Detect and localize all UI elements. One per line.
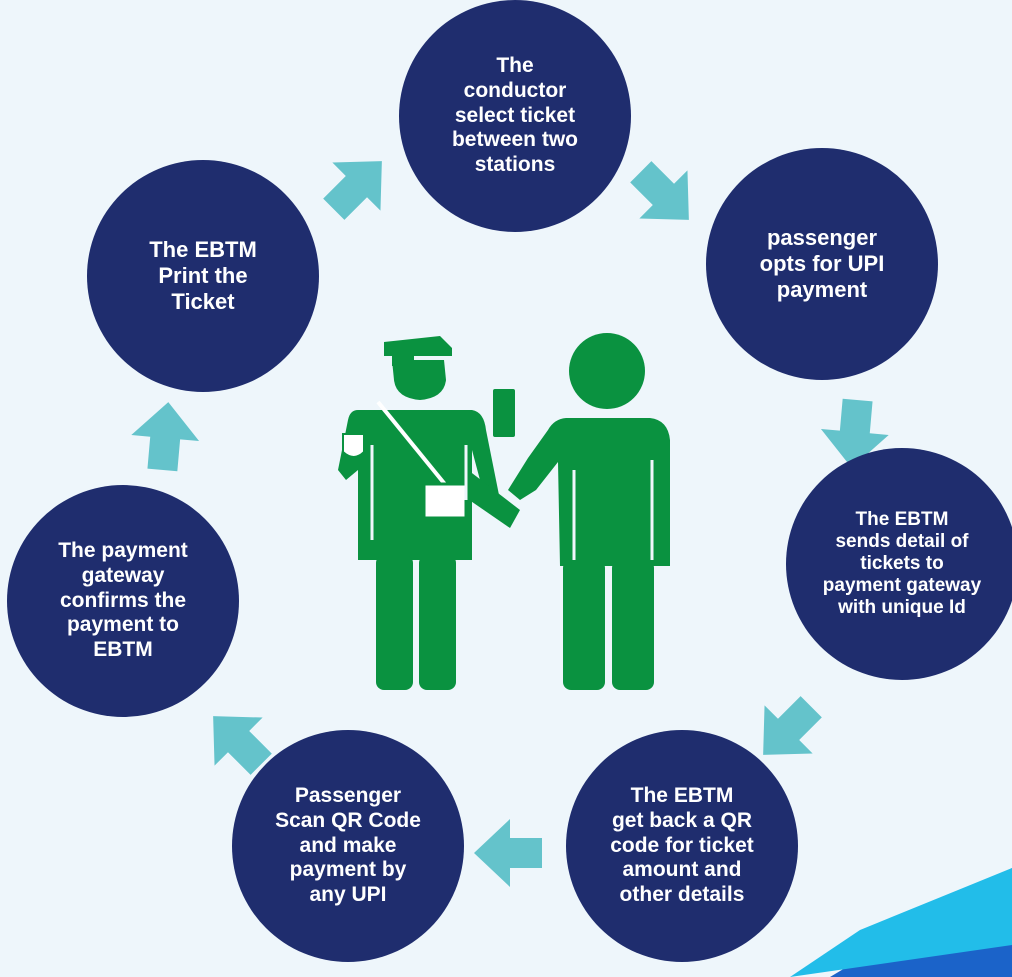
arrow-4-to-5 (474, 819, 542, 887)
step-node-5-label: Passenger Scan QR Code and make payment … (275, 784, 421, 907)
step-node-3: The EBTM sends detail of tickets to paym… (786, 448, 1012, 680)
arrow-2-to-3 (820, 398, 889, 468)
arrow-6-to-7 (131, 402, 200, 472)
step-node-4: The EBTM get back a QR code for ticket a… (566, 730, 798, 962)
arrow-1-to-2 (630, 161, 689, 220)
step-node-2-label: passenger opts for UPI payment (759, 225, 885, 302)
arrow-5-to-6 (213, 716, 272, 775)
step-node-3-label: The EBTM sends detail of tickets to paym… (822, 509, 982, 618)
step-node-7-label: The EBTM Print the Ticket (149, 237, 257, 314)
step-node-7: The EBTM Print the Ticket (87, 160, 319, 392)
step-node-6-label: The payment gateway confirms the payment… (58, 539, 188, 662)
arrow-3-to-4 (763, 696, 822, 755)
step-node-6: The payment gateway confirms the payment… (7, 485, 239, 717)
step-node-1: The conductor select ticket between two … (399, 0, 631, 232)
step-node-5: Passenger Scan QR Code and make payment … (232, 730, 464, 962)
arrow-7-to-1 (323, 161, 382, 220)
step-node-2: passenger opts for UPI payment (706, 148, 938, 380)
step-node-4-label: The EBTM get back a QR code for ticket a… (610, 784, 754, 907)
step-node-1-label: The conductor select ticket between two … (451, 54, 578, 177)
